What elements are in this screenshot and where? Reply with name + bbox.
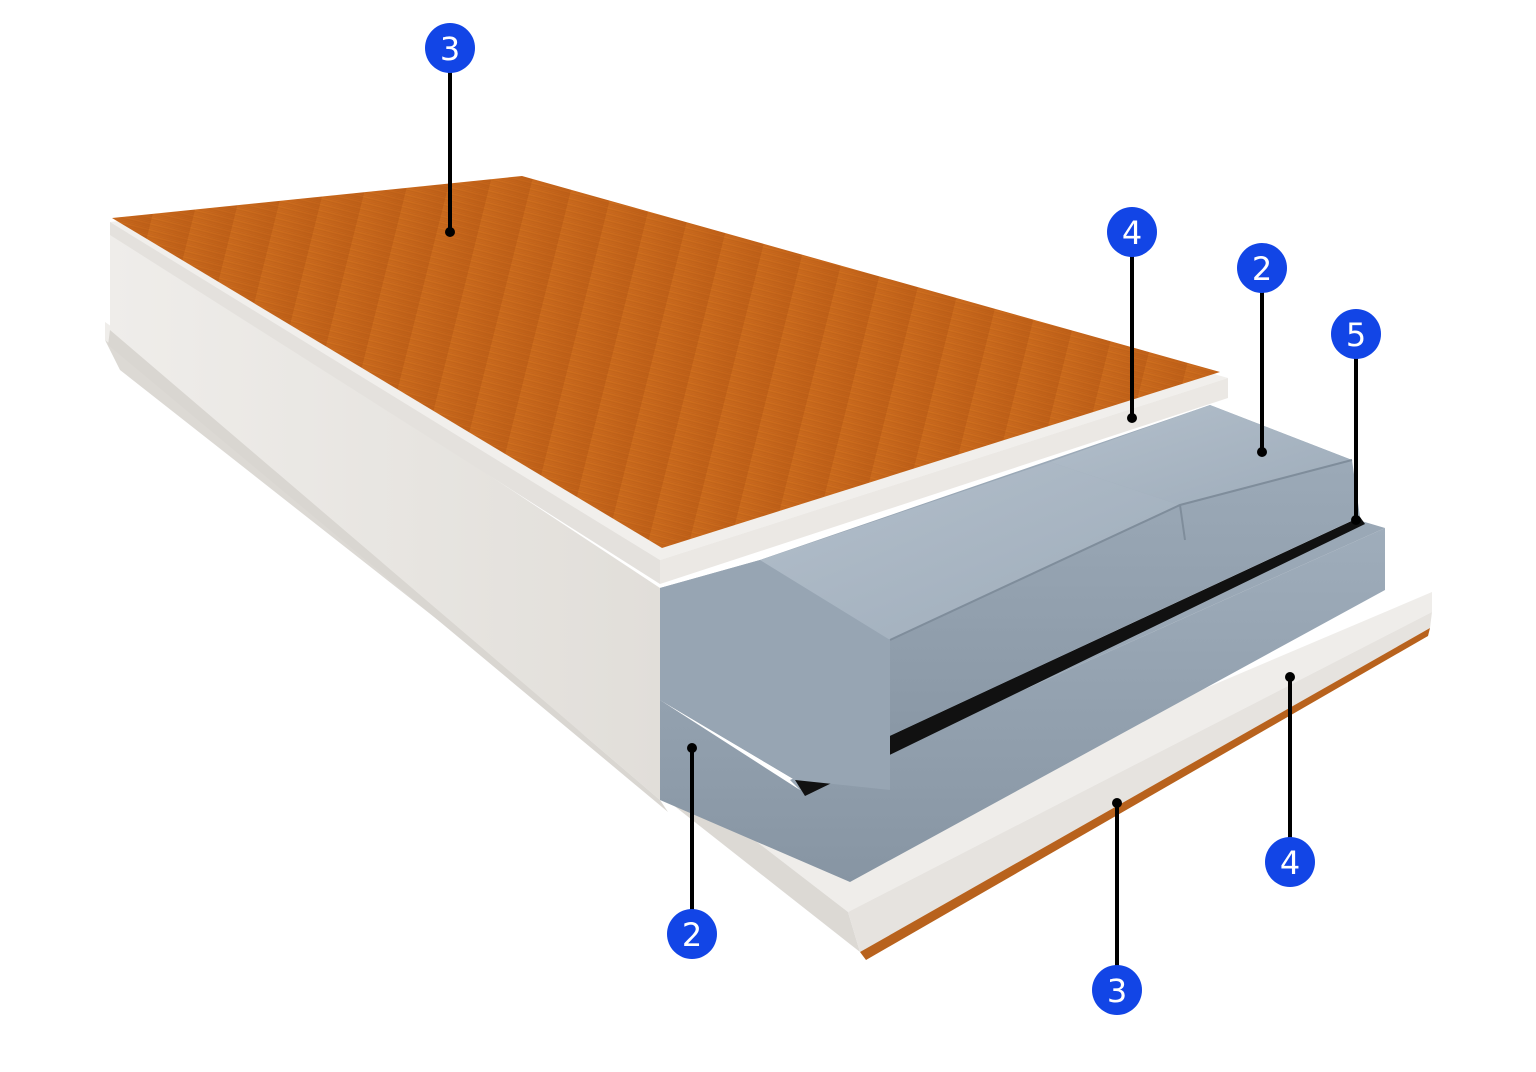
callout-badge-3-bottom: 3: [1092, 965, 1142, 1015]
callout-number: 3: [1107, 972, 1127, 1010]
callout-badge-4-top: 4: [1107, 207, 1157, 257]
black-strip-layer: [795, 517, 1365, 796]
callout-badge-3-top: 3: [425, 23, 475, 73]
leader-dot-4-bottom: [1285, 672, 1295, 682]
callout-number: 5: [1346, 316, 1366, 354]
callout-badge-2-top: 2: [1237, 243, 1287, 293]
callout-badge-5: 5: [1331, 309, 1381, 359]
callout-badge-2-bottom: 2: [667, 909, 717, 959]
callout-number: 4: [1280, 844, 1300, 882]
top-wood-layer: [112, 176, 1220, 548]
leader-lines: [448, 72, 1358, 966]
upper-foam-block: [660, 405, 1360, 790]
leader-dot-4-top: [1127, 413, 1137, 423]
callout-number: 2: [682, 916, 702, 954]
leader-dot-2-top: [1257, 447, 1267, 457]
bottom-wood-layer: [860, 628, 1430, 960]
callout-number: 3: [440, 30, 460, 68]
leader-dot-2-bottom: [687, 743, 697, 753]
callout-badge-4-bottom: 4: [1265, 837, 1315, 887]
callout-number: 2: [1252, 250, 1272, 288]
left-white-side-block: [108, 225, 668, 812]
leader-dots: [445, 227, 1361, 808]
leader-dot-3-top: [445, 227, 455, 237]
leader-dot-3-bottom: [1112, 798, 1122, 808]
callout-number: 4: [1122, 214, 1142, 252]
leader-dot-5: [1351, 515, 1361, 525]
